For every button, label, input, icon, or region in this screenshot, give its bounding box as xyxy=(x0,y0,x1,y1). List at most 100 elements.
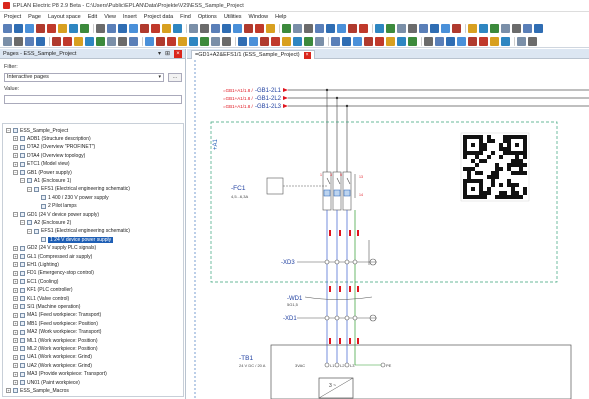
collapse-icon[interactable]: − xyxy=(20,178,25,184)
toolbar-button-icon[interactable] xyxy=(304,36,313,46)
toolbar-button-icon[interactable] xyxy=(107,24,116,33)
menu-item-insert[interactable]: Insert xyxy=(123,14,137,20)
tree-item[interactable]: +ESS_Sample_Macros xyxy=(6,387,69,394)
toolbar-button-icon[interactable] xyxy=(69,24,78,33)
filter-options-button[interactable]: ... xyxy=(168,73,182,82)
tab-schematic-page[interactable]: =GD1+A2&EFS1/1 (ESS_Sample_Project) × xyxy=(191,50,315,59)
toolbar-button-icon[interactable] xyxy=(200,36,209,46)
menu-item-layout-space[interactable]: Layout space xyxy=(47,14,81,20)
toolbar-button-icon[interactable] xyxy=(222,36,231,46)
toolbar-button-icon[interactable] xyxy=(479,36,488,46)
collapse-icon[interactable]: − xyxy=(13,170,18,175)
expand-icon[interactable]: + xyxy=(13,312,18,318)
toolbar-button-icon[interactable] xyxy=(74,36,83,46)
toolbar-button-icon[interactable] xyxy=(424,36,433,46)
toolbar-button-icon[interactable] xyxy=(118,24,127,33)
expand-icon[interactable]: + xyxy=(6,388,11,394)
toolbar-button-icon[interactable] xyxy=(468,36,477,46)
toolbar-button-icon[interactable] xyxy=(282,36,291,46)
toolbar-button-icon[interactable] xyxy=(140,24,149,33)
toolbar-button-icon[interactable] xyxy=(129,24,138,33)
toolbar-button-icon[interactable] xyxy=(260,36,269,46)
tree-item[interactable]: +KL1 (Valve control) xyxy=(13,295,69,302)
toolbar-button-icon[interactable] xyxy=(446,36,455,46)
toolbar-button-icon[interactable] xyxy=(386,36,395,46)
panel-menu-button[interactable]: ▾ xyxy=(157,51,161,57)
toolbar-button-icon[interactable] xyxy=(96,24,105,33)
tree-item[interactable]: 1 400 / 230 V power supply xyxy=(34,194,109,201)
expand-icon[interactable]: + xyxy=(13,245,18,251)
toolbar-button-icon[interactable] xyxy=(430,24,439,33)
tree-item[interactable]: +UA1 (Work workpiece: Grind) xyxy=(13,354,92,361)
toolbar-button-icon[interactable] xyxy=(501,36,510,46)
close-icon[interactable]: × xyxy=(303,51,311,59)
toolbar-button-icon[interactable] xyxy=(145,36,154,46)
tree-item[interactable]: +UN01 (Paint workpiece) xyxy=(13,379,80,386)
schematic-canvas[interactable]: =GB1+A1/1.8 /-GB1-2L1=GB1+A1/1.8 /-GB1-2… xyxy=(187,60,589,399)
expand-icon[interactable]: + xyxy=(13,329,18,335)
tree-item[interactable]: −GD1 (24 V device power supply) xyxy=(13,211,99,218)
tree-item[interactable]: +ADB1 (Structure description) xyxy=(13,135,91,142)
toolbar-button-icon[interactable] xyxy=(315,24,324,33)
toolbar-button-icon[interactable] xyxy=(528,36,537,46)
collapse-icon[interactable]: − xyxy=(20,220,25,226)
tree-item[interactable]: +EH1 (Lighting) xyxy=(13,261,59,268)
toolbar-button-icon[interactable] xyxy=(96,36,105,46)
toolbar-button-icon[interactable] xyxy=(129,36,138,46)
toolbar-button-icon[interactable] xyxy=(244,24,253,33)
toolbar-button-icon[interactable] xyxy=(293,24,302,33)
toolbar-button-icon[interactable] xyxy=(457,36,466,46)
toolbar-button-icon[interactable] xyxy=(337,24,346,33)
toolbar-button-icon[interactable] xyxy=(14,24,23,33)
toolbar-button-icon[interactable] xyxy=(441,24,450,33)
tree-item[interactable]: +FD1 (Emergency-stop control) xyxy=(13,270,94,277)
tree-item[interactable]: +MB1 (Feed workpiece: Position) xyxy=(13,320,98,327)
toolbar-button-icon[interactable] xyxy=(468,24,477,33)
toolbar-button-icon[interactable] xyxy=(36,24,45,33)
toolbar-button-icon[interactable] xyxy=(211,36,220,46)
toolbar-button-icon[interactable] xyxy=(479,24,488,33)
page-tree[interactable]: −ESS_Sample_Project+ADB1 (Structure desc… xyxy=(2,123,184,397)
collapse-icon[interactable]: − xyxy=(13,212,18,217)
toolbar-button-icon[interactable] xyxy=(162,24,171,33)
toolbar-button-icon[interactable] xyxy=(255,24,264,33)
toolbar-button-icon[interactable] xyxy=(233,24,242,33)
tree-item[interactable]: +UA2 (Work workpiece: Grind) xyxy=(13,362,92,369)
toolbar-button-icon[interactable] xyxy=(408,36,417,46)
toolbar-button-icon[interactable] xyxy=(342,36,351,46)
filter-select[interactable]: Interactive pages ▾ xyxy=(4,73,164,82)
toolbar-button-icon[interactable] xyxy=(364,36,373,46)
expand-icon[interactable]: + xyxy=(13,321,18,327)
expand-icon[interactable]: + xyxy=(13,287,18,293)
tree-item[interactable]: −A2 (Enclosure 2) xyxy=(20,219,71,226)
expand-icon[interactable]: + xyxy=(13,354,18,360)
tree-item[interactable]: +KF1 (PLC controller) xyxy=(13,287,73,294)
tree-item[interactable]: +ETC1 (Model view) xyxy=(13,161,70,168)
toolbar-button-icon[interactable] xyxy=(517,36,526,46)
toolbar-button-icon[interactable] xyxy=(348,24,357,33)
menu-item-edit[interactable]: Edit xyxy=(87,14,98,20)
tree-item[interactable]: +GL1 (Compressed air supply) xyxy=(13,253,92,260)
expand-icon[interactable]: + xyxy=(13,153,18,159)
tree-item[interactable]: +ML1 (Work workpiece: Position) xyxy=(13,337,98,344)
toolbar-button-icon[interactable] xyxy=(63,36,72,46)
toolbar-button-icon[interactable] xyxy=(375,24,384,33)
toolbar-button-icon[interactable] xyxy=(435,36,444,46)
expand-icon[interactable]: + xyxy=(13,136,18,142)
toolbar-button-icon[interactable] xyxy=(304,24,313,33)
tree-item[interactable]: +MA3 (Provide workpiece: Transport) xyxy=(13,371,107,378)
toolbar-button-icon[interactable] xyxy=(293,36,302,46)
tree-item[interactable]: −GB1 (Power supply) xyxy=(13,169,72,176)
toolbar-button-icon[interactable] xyxy=(118,36,127,46)
toolbar-button-icon[interactable] xyxy=(490,36,499,46)
tree-item[interactable]: −EFS1 (Electrical engineering schematic) xyxy=(27,228,130,235)
toolbar-button-icon[interactable] xyxy=(534,24,543,33)
tree-item[interactable]: 2 Pilot lamps xyxy=(34,203,77,210)
panel-close-button[interactable]: × xyxy=(174,50,182,58)
menu-item-page[interactable]: Page xyxy=(28,14,41,20)
tree-item[interactable]: +GD2 (24 V supply PLC signals) xyxy=(13,245,96,252)
toolbar-button-icon[interactable] xyxy=(189,36,198,46)
menu-item-project-data[interactable]: Project data xyxy=(143,14,174,20)
toolbar-button-icon[interactable] xyxy=(408,24,417,33)
expand-icon[interactable]: + xyxy=(13,270,18,276)
